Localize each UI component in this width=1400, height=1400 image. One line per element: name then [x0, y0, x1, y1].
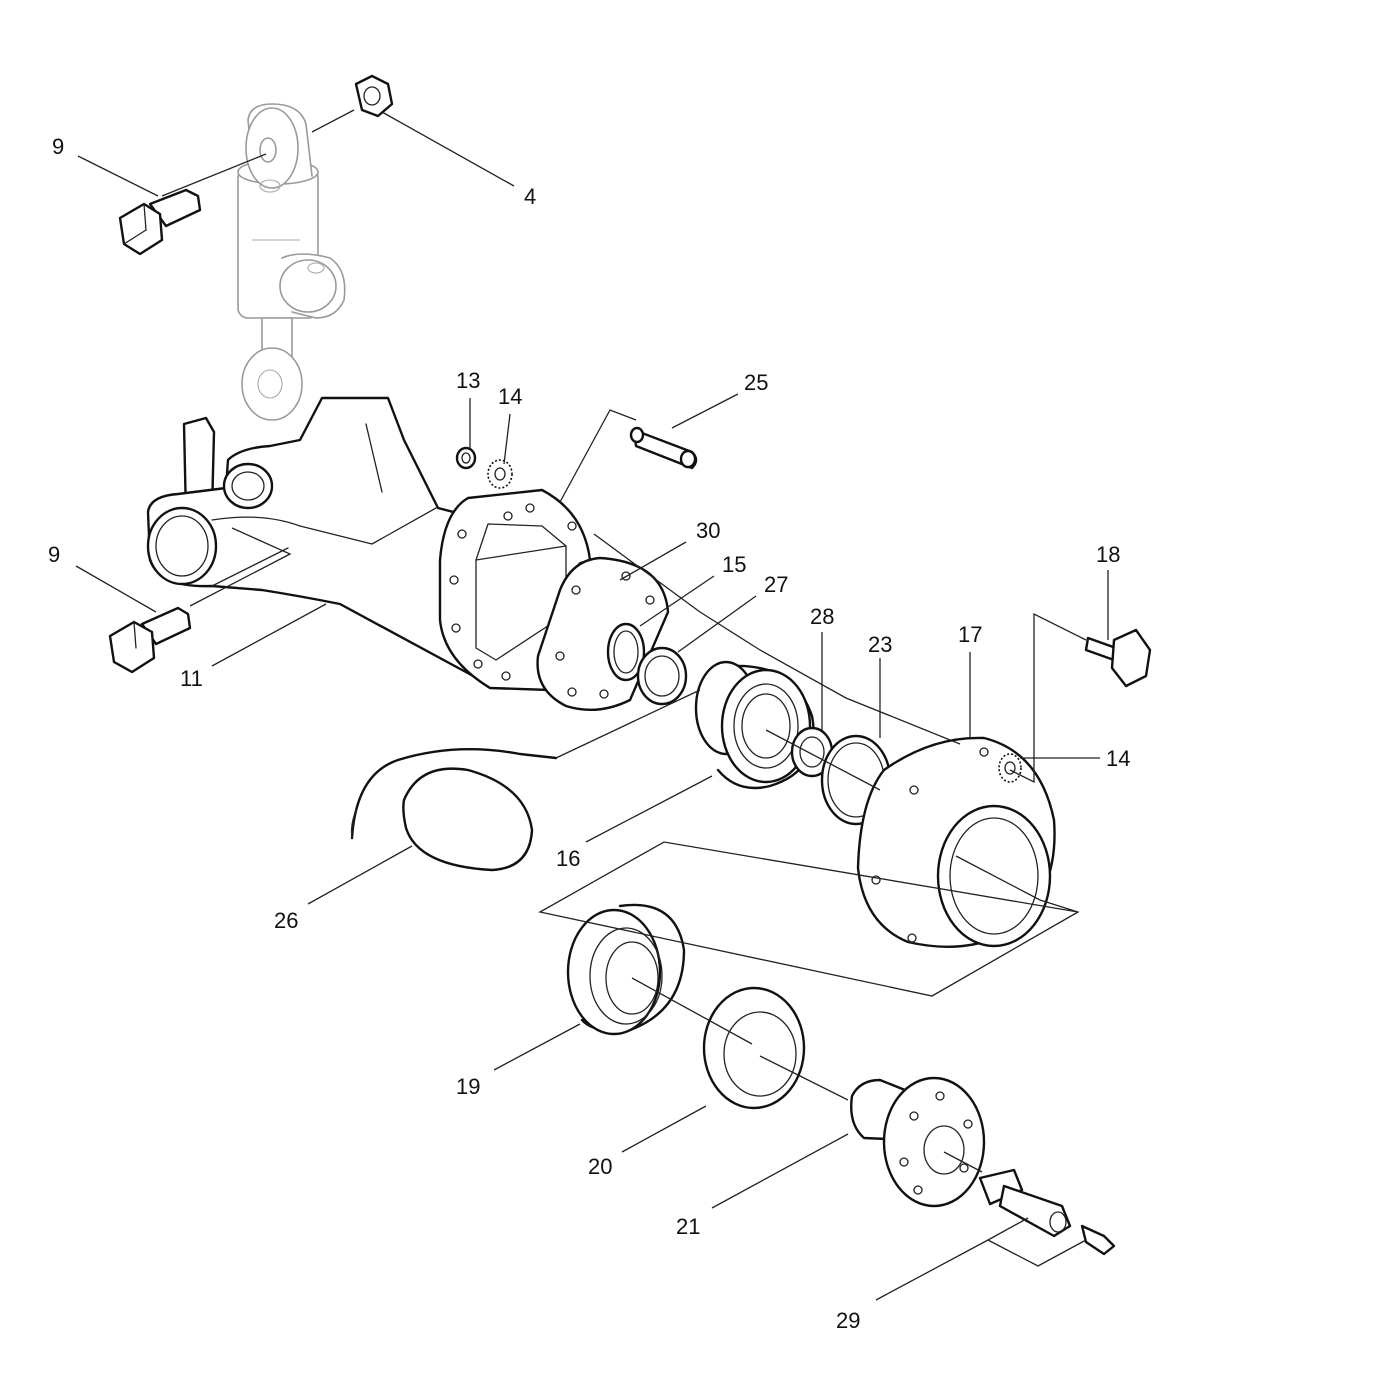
callout-14-upper: 14 [498, 384, 522, 409]
callout-9-upper: 9 [52, 134, 64, 159]
callout-21: 21 [676, 1214, 700, 1239]
hub-housing-part-17 [856, 736, 1056, 948]
callout-9-lower: 9 [48, 542, 60, 567]
washer-part-14-lower [998, 753, 1022, 783]
cover-part-20 [702, 986, 806, 1110]
callout-labels: 9 4 13 14 25 30 15 27 28 23 17 18 14 9 1… [48, 134, 1130, 1333]
circlip-part-15 [606, 622, 646, 682]
callout-23: 23 [868, 632, 892, 657]
callout-4: 4 [524, 184, 536, 209]
seal-part-19 [566, 903, 686, 1036]
washer-part-14-upper [487, 459, 513, 489]
fitting-part-29 [978, 1168, 1116, 1256]
bolt-part-9-lower [108, 606, 192, 674]
callout-20: 20 [588, 1154, 612, 1179]
callout-28: 28 [810, 604, 834, 629]
callout-14-lower: 14 [1106, 746, 1130, 771]
leader-lines [75, 109, 1109, 1301]
callout-13: 13 [456, 368, 480, 393]
callout-29: 29 [836, 1308, 860, 1333]
axle-housing-part-11 [146, 396, 594, 692]
callout-30: 30 [696, 518, 720, 543]
nut-part-4 [354, 74, 394, 118]
bolt-part-18 [1084, 628, 1152, 688]
hydraulic-cylinder-drawing [237, 103, 346, 421]
callout-19: 19 [456, 1074, 480, 1099]
ring-part-27 [636, 646, 688, 706]
callout-26: 26 [274, 908, 298, 933]
callout-11: 11 [180, 666, 203, 691]
callout-18: 18 [1096, 542, 1120, 567]
pin-part-25 [629, 426, 698, 470]
bearing-part-16 [694, 660, 815, 790]
flange-part-21 [850, 1076, 986, 1208]
callout-27: 27 [764, 572, 788, 597]
cord-part-26 [350, 748, 558, 872]
washer-part-13 [455, 446, 477, 470]
callout-15: 15 [722, 552, 746, 577]
bolt-part-9-upper [118, 188, 202, 256]
callout-17: 17 [958, 622, 982, 647]
callout-25: 25 [744, 370, 768, 395]
callout-16: 16 [556, 846, 580, 871]
